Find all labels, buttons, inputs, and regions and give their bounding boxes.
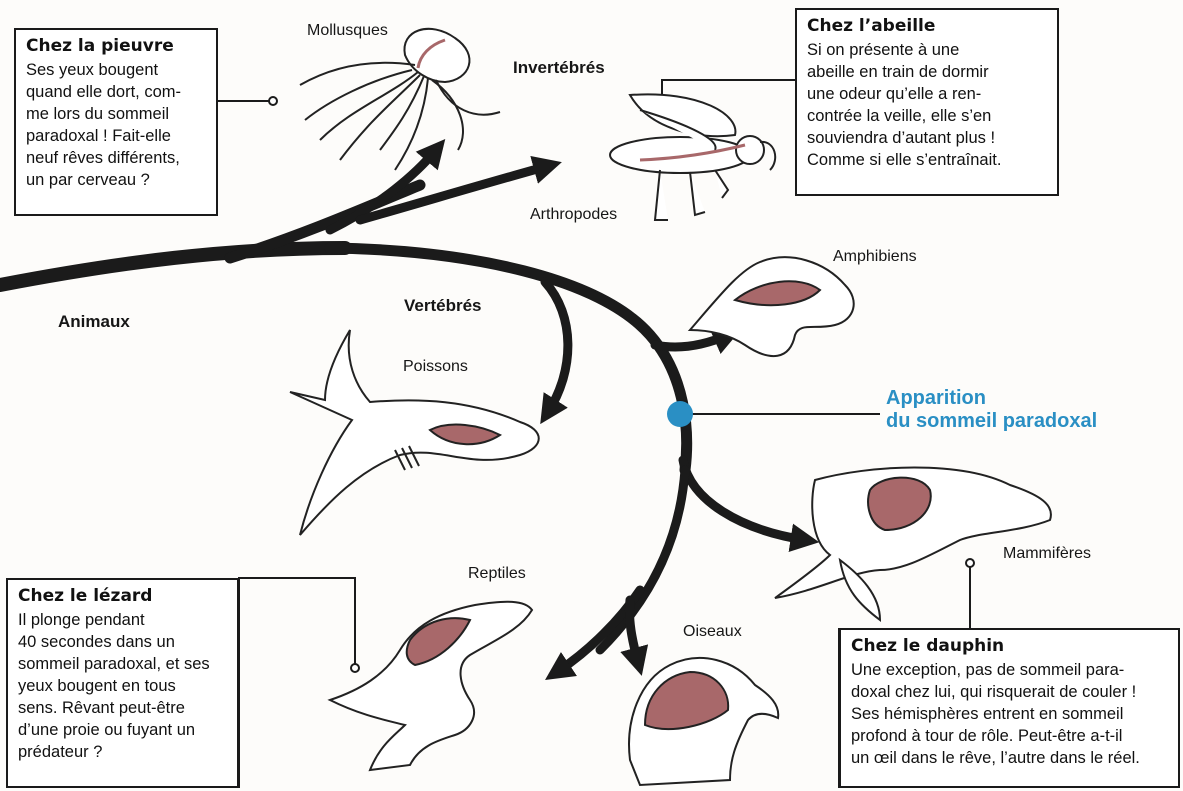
label-vertebres: Vertébrés xyxy=(404,296,482,316)
box-pieuvre-line: neuf rêves différents, xyxy=(26,147,206,169)
box-dauphin-line: doxal chez lui, qui risquerait de couler… xyxy=(851,681,1168,703)
box-pieuvre-title: Chez la pieuvre xyxy=(26,36,206,57)
box-abeille-line: abeille en train de dormir xyxy=(807,61,1047,83)
label-animaux: Animaux xyxy=(58,312,130,332)
box-lezard-title: Chez le lézard xyxy=(18,586,227,607)
box-dauphin-title: Chez le dauphin xyxy=(851,636,1168,657)
label-reptiles: Reptiles xyxy=(468,565,526,583)
box-lezard-line: sommeil paradoxal, et ses xyxy=(18,653,227,675)
box-lezard-line: 40 secondes dans un xyxy=(18,631,227,653)
box-pieuvre: Chez la pieuvre Ses yeux bougent quand e… xyxy=(14,28,218,216)
box-dauphin-line: un œil dans le rêve, l’autre dans le rée… xyxy=(851,747,1168,769)
box-pieuvre-line: paradoxal ! Fait-elle xyxy=(26,125,206,147)
box-abeille-line: Si on présente à une xyxy=(807,39,1047,61)
box-abeille-line: une odeur qu’elle a ren- xyxy=(807,83,1047,105)
label-poissons: Poissons xyxy=(403,358,468,376)
box-abeille-line: souviendra d’autant plus ! xyxy=(807,127,1047,149)
label-oiseaux: Oiseaux xyxy=(683,623,742,641)
poissons-branch xyxy=(545,282,568,412)
dolphin-drawing xyxy=(775,468,1051,621)
mammiferes-branch xyxy=(683,460,805,540)
box-lezard-line: Il plonge pendant xyxy=(18,609,227,631)
box-lezard-line: sens. Rêvant peut-être xyxy=(18,697,227,719)
label-mollusques: Mollusques xyxy=(307,22,388,40)
box-dauphin-line: Une exception, pas de sommeil para- xyxy=(851,659,1168,681)
label-invertebres: Invertébrés xyxy=(513,58,605,78)
box-pieuvre-line: Ses yeux bougent xyxy=(26,59,206,81)
octopus-drawing xyxy=(300,29,500,170)
sleep-paradoxal-label: Apparition du sommeil paradoxal xyxy=(886,387,1097,433)
box-abeille: Chez l’abeille Si on présente à une abei… xyxy=(795,8,1059,196)
box-abeille-title: Chez l’abeille xyxy=(807,16,1047,37)
amphibiens-branch xyxy=(655,335,728,347)
box-lezard-line: yeux bougent en tous xyxy=(18,675,227,697)
bee-drawing xyxy=(610,94,775,220)
box-pieuvre-line: quand elle dort, com- xyxy=(26,81,206,103)
label-amphibiens: Amphibiens xyxy=(833,248,917,266)
bird-drawing xyxy=(629,658,778,785)
trunk-branch xyxy=(0,248,345,285)
box-lezard: Chez le lézard Il plonge pendant 40 seco… xyxy=(6,578,240,788)
box-abeille-line: Comme si elle s’entraînait. xyxy=(807,149,1047,171)
box-pieuvre-line: me lors du sommeil xyxy=(26,103,206,125)
box-dauphin-line: profond à tour de rôle. Peut-être a-t-il xyxy=(851,725,1168,747)
lizard-drawing xyxy=(330,602,532,770)
label-arthropodes: Arthropodes xyxy=(530,206,617,224)
box-lezard-line: prédateur ? xyxy=(18,741,227,763)
box-pieuvre-line: un par cerveau ? xyxy=(26,169,206,191)
box-dauphin: Chez le dauphin Une exception, pas de so… xyxy=(838,628,1180,788)
sleep-paradoxal-marker xyxy=(667,401,693,427)
box-dauphin-line: Ses hémisphères entrent en sommeil xyxy=(851,703,1168,725)
sleep-paradoxal-line2: du sommeil paradoxal xyxy=(886,410,1097,433)
label-mammiferes: Mammifères xyxy=(1003,545,1091,563)
sleep-paradoxal-line1: Apparition xyxy=(886,387,1097,410)
box-lezard-line: d’une proie ou fuyant un xyxy=(18,719,227,741)
box-abeille-line: contrée la veille, elle s’en xyxy=(807,105,1047,127)
